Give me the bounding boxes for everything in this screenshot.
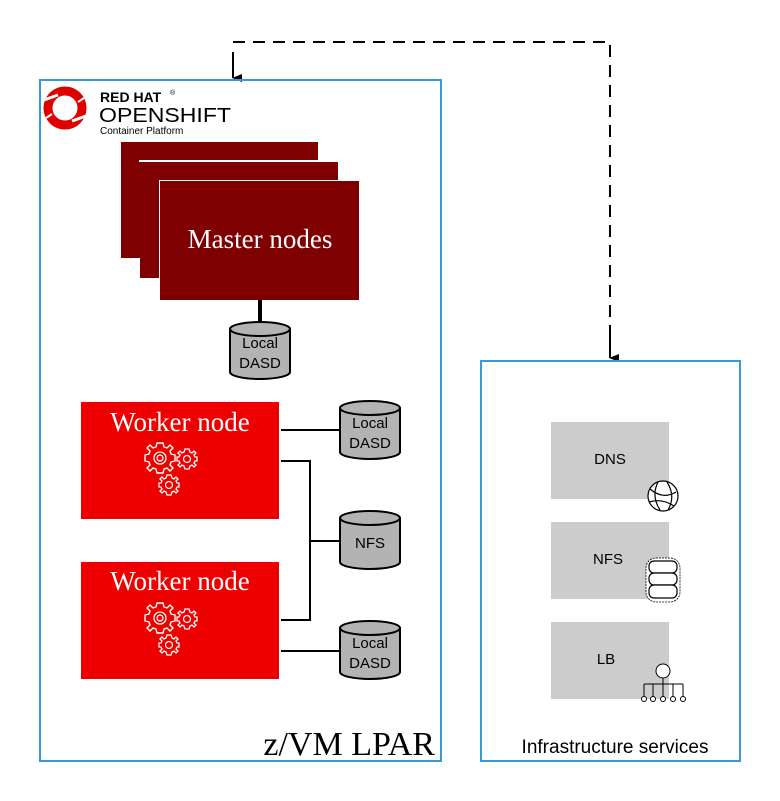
lb-label: LB bbox=[597, 651, 615, 668]
disk-label-line2: DASD bbox=[239, 355, 281, 372]
nfs-service: NFS bbox=[551, 522, 681, 603]
disk-label-line2: DASD bbox=[349, 435, 391, 452]
master-nodes: Master nodes bbox=[121, 142, 359, 300]
worker-node-label: Worker node bbox=[110, 407, 250, 437]
worker2-local-dasd: Local DASD bbox=[339, 620, 401, 680]
worker1-local-dasd: Local DASD bbox=[339, 400, 401, 460]
database-icon bbox=[645, 557, 681, 603]
infra-label: Infrastructure services bbox=[522, 737, 709, 758]
logo-product: OPENSHIFT bbox=[99, 105, 231, 127]
openshift-logo: RED HAT ® OPENSHIFT Container Platform bbox=[43, 86, 231, 137]
dns-service: DNS bbox=[551, 422, 679, 512]
globe-icon bbox=[647, 480, 679, 512]
worker-connectors bbox=[281, 429, 340, 652]
master-local-dasd: Local DASD bbox=[229, 321, 291, 380]
nfs-label: NFS bbox=[593, 551, 623, 568]
logo-subtitle: Container Platform bbox=[100, 126, 183, 137]
lpar-container bbox=[39, 79, 442, 762]
worker-node-1: Worker node bbox=[81, 402, 279, 519]
nfs-disk-label: NFS bbox=[355, 535, 385, 552]
logo-registered: ® bbox=[170, 89, 176, 97]
lpar-label: z/VM LPAR bbox=[263, 726, 435, 763]
worker-node-label: Worker node bbox=[110, 566, 250, 596]
dashed-connector bbox=[232, 41, 619, 362]
nfs-disk: NFS bbox=[339, 510, 401, 570]
lb-service: LB bbox=[551, 622, 686, 702]
disk-label-line1: Local bbox=[352, 415, 388, 432]
load-balancer-icon bbox=[641, 663, 686, 702]
master-node-card bbox=[160, 181, 359, 300]
logo-brand: RED HAT bbox=[100, 89, 162, 105]
disk-label-line2: DASD bbox=[349, 655, 391, 672]
openshift-logo-icon bbox=[43, 86, 87, 130]
master-nodes-label: Master nodes bbox=[188, 224, 333, 254]
disk-label-line1: Local bbox=[352, 635, 388, 652]
worker-node-2: Worker node bbox=[81, 562, 279, 679]
dns-label: DNS bbox=[594, 451, 626, 468]
disk-label-line1: Local bbox=[242, 335, 278, 352]
infra-container bbox=[480, 360, 741, 762]
